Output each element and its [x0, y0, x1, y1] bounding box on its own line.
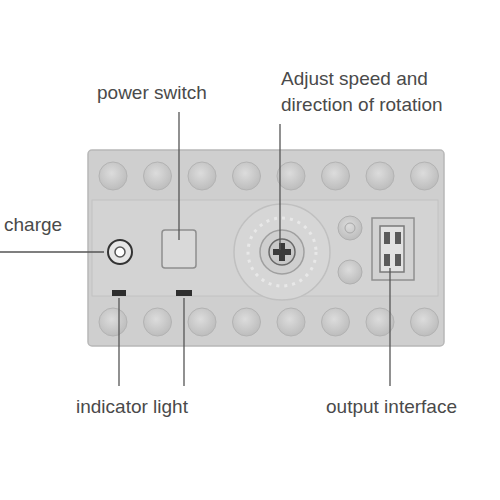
stud — [277, 162, 305, 190]
part-label: power switch — [97, 80, 207, 106]
stud — [188, 162, 216, 190]
stud — [366, 162, 394, 190]
stud — [277, 308, 305, 336]
stud — [233, 308, 261, 336]
stud — [188, 308, 216, 336]
part-label: indicator light — [76, 394, 188, 420]
stud — [144, 308, 172, 336]
stud — [99, 162, 127, 190]
stud — [144, 162, 172, 190]
stud — [411, 162, 439, 190]
stud — [99, 308, 127, 336]
stud — [233, 162, 261, 190]
stud — [411, 308, 439, 336]
part-label: output interface — [326, 394, 457, 420]
stud — [322, 162, 350, 190]
part-label: charge — [4, 212, 62, 238]
part-label: Adjust speed and direction of rotation — [281, 66, 496, 118]
stud — [322, 308, 350, 336]
